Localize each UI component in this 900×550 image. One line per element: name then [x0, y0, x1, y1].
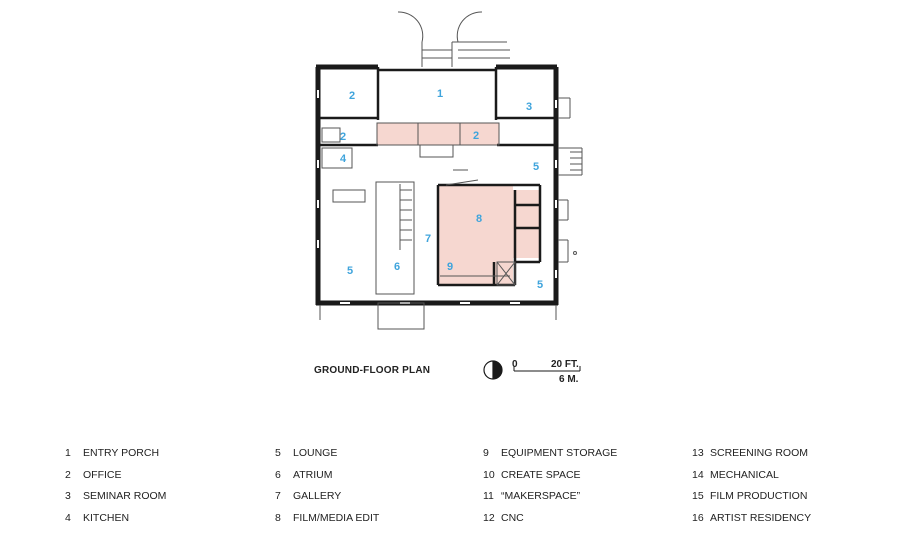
room-label: 2: [473, 130, 479, 142]
scale-bar: [513, 366, 581, 372]
room-label: 6: [394, 261, 400, 273]
plan-highlight-areas: [377, 123, 540, 284]
legend-label: MECHANICAL: [710, 468, 779, 481]
room-label: 5: [347, 265, 353, 277]
thin-lines: [319, 11, 583, 330]
legend-label: CNC: [501, 511, 524, 524]
room-number-labels: 1 2 3 2 2 4 5 8 7 5 6 9 5: [340, 88, 543, 291]
plan-caption: GROUND-FLOOR PLAN: [314, 365, 431, 376]
room-label: 5: [533, 161, 539, 173]
legend-number: 4: [65, 511, 71, 524]
legend-number: 2: [65, 468, 71, 481]
legend-number: 14: [692, 468, 704, 481]
legend-label: CREATE SPACE: [501, 468, 581, 481]
legend-number: 15: [692, 490, 704, 502]
room-label: 9: [447, 261, 453, 273]
legend-number: 5: [275, 447, 281, 459]
legend-label: ATRIUM: [293, 468, 333, 481]
scale-zero-label: 0: [512, 359, 518, 370]
legend-number: 7: [275, 490, 281, 502]
room-label: 1: [437, 88, 443, 100]
legend-label: ENTRY PORCH: [83, 447, 160, 459]
legend-number: 13: [692, 447, 704, 459]
legend-number: 16: [692, 511, 704, 524]
room-label: 8: [476, 213, 482, 225]
room-label: 2: [340, 131, 346, 143]
interior-walls: [318, 67, 556, 287]
legend-label: SCREENING ROOM: [710, 447, 809, 459]
legend-label: OFFICE: [83, 468, 122, 481]
legend-number: 10: [483, 468, 495, 481]
scale-feet-label: 20 FT.: [551, 359, 579, 370]
legend-number: 12: [483, 511, 495, 524]
room-label: 7: [425, 233, 431, 245]
north-arrow-icon: [483, 360, 503, 380]
room-label: 2: [349, 90, 355, 102]
room-label: 4: [340, 153, 347, 165]
room-label: 5: [537, 279, 543, 291]
legend-label: LOUNGE: [293, 447, 338, 459]
legend-number: 8: [275, 511, 281, 524]
legend-label: KITCHEN: [83, 511, 130, 524]
legend-label: SEMINAR ROOM: [83, 490, 167, 502]
legend-label: FILM PRODUCTION: [710, 490, 808, 502]
legend-number: 11: [483, 490, 494, 502]
legend-number: 3: [65, 490, 71, 502]
scale-meters-label: 6 M.: [559, 374, 579, 385]
legend-number: 6: [275, 468, 281, 481]
legend-label: GALLERY: [293, 490, 342, 502]
legend-number: 9: [483, 447, 489, 459]
room-label: 3: [526, 101, 532, 113]
legend-label: EQUIPMENT STORAGE: [501, 447, 618, 459]
legend-number: 1: [65, 447, 71, 459]
legend-label: “MAKERSPACE”: [501, 490, 581, 502]
legend-label: FILM/MEDIA EDIT: [293, 511, 380, 524]
legend-label: ARTIST RESIDENCY: [710, 511, 812, 524]
